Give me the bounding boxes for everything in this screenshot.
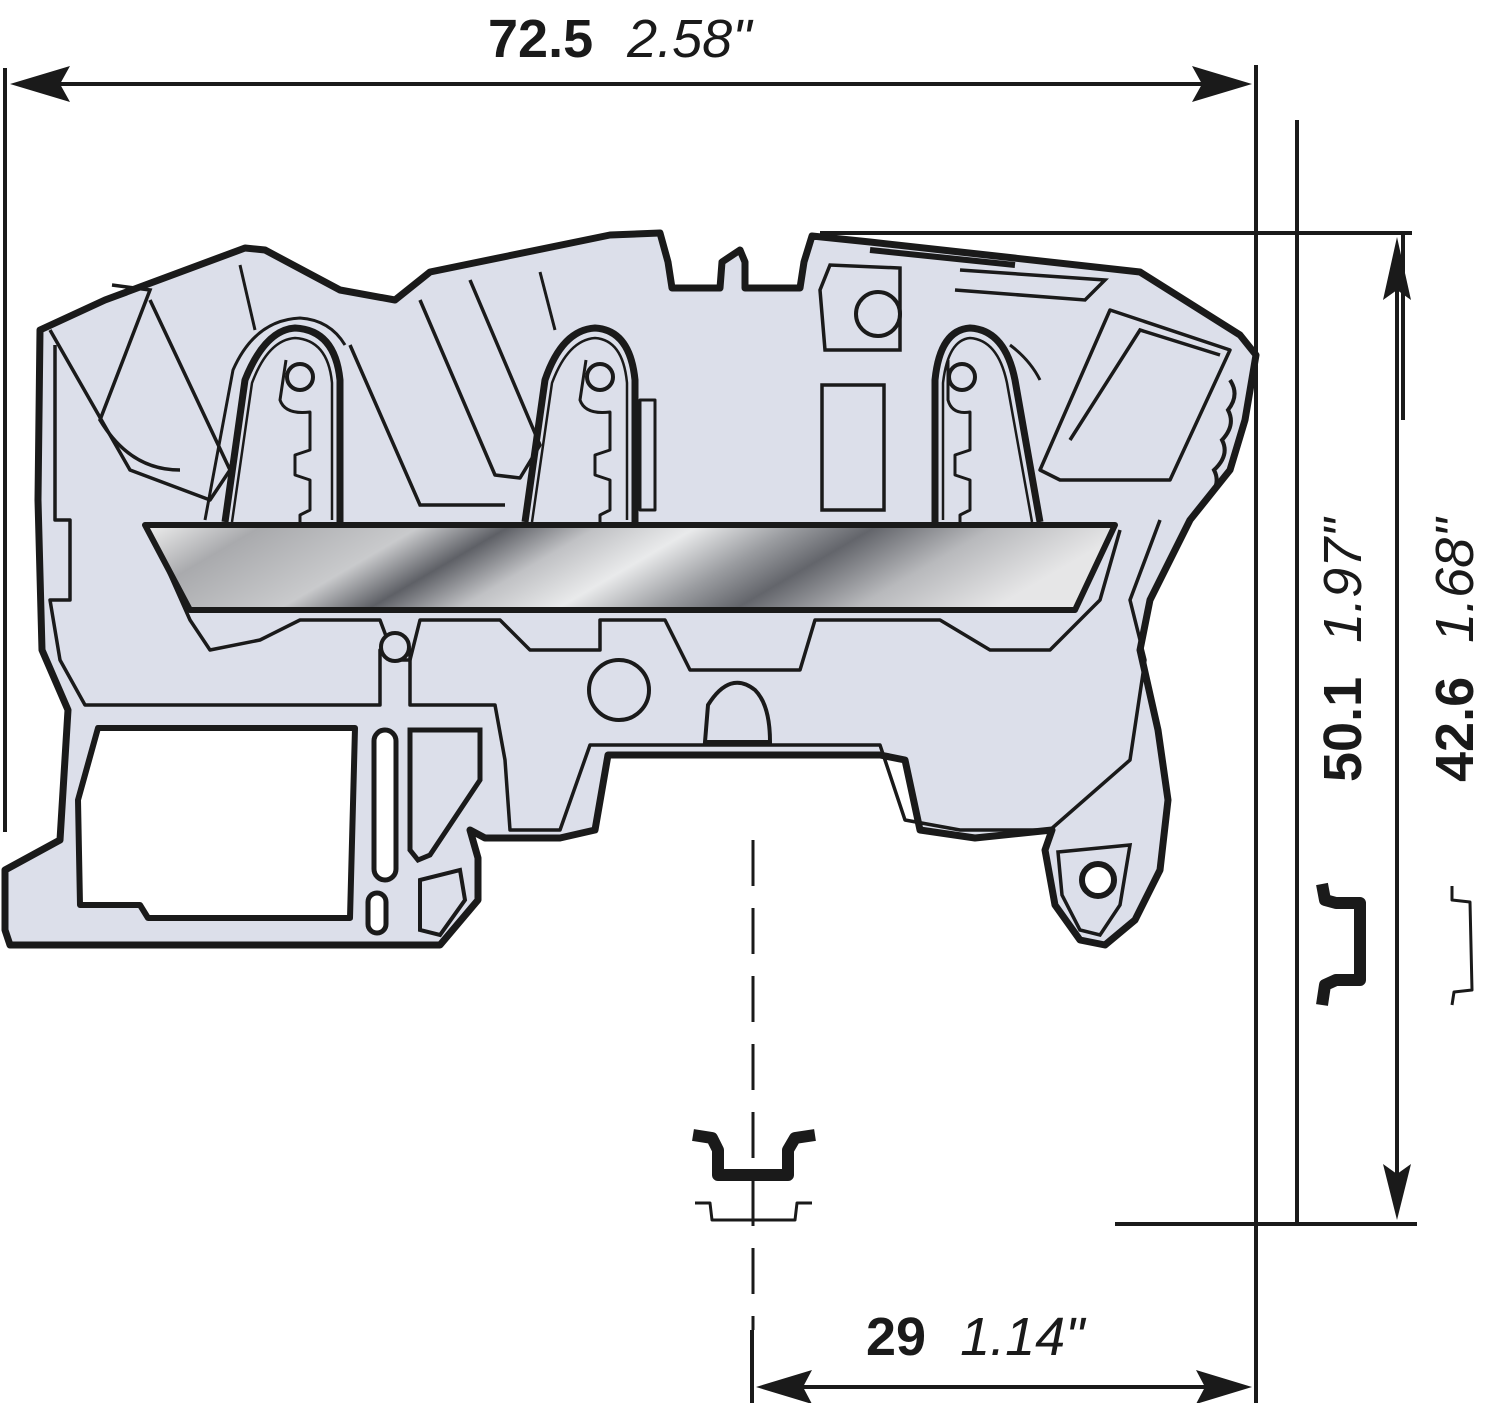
arch-rail-center [702,680,773,744]
busbar [142,522,1118,613]
dimension-mm-value: 29 [866,1307,927,1367]
din-rail-symbol-bottom [692,1129,816,1222]
dimension-height-15-rail: 42.6 1.68" [1425,518,1485,782]
dimension-height-35-rail: 50.1 1.97" [1313,518,1373,782]
arrowheads [10,66,1411,1403]
hole-top-right [854,290,902,338]
dimension-lines [3,65,1417,1403]
dimension-mm-value: 72.5 [488,9,594,69]
dimension-mm-value: 42.6 [1425,676,1485,782]
dimension-inch-value: 2.58" [627,9,752,69]
dimension-inch-value: 1.68" [1425,518,1485,643]
din-rail-symbol-right-shallow [1450,886,1474,1006]
hole-foot-right [1079,861,1117,899]
slot-long [371,727,399,883]
hole-left-small [379,631,411,663]
dimension-rail-offset: 29 1.14" [866,1310,1084,1364]
dimension-inch-value: 1.97" [1313,518,1373,643]
clamp-springs [203,264,1044,523]
body-window [75,725,358,921]
din-rail-symbol-right-deep [1316,882,1366,1006]
dimension-overall-width: 72.5 2.58" [488,12,751,66]
terminal-body [1,229,1260,949]
clamp-1 [203,264,347,523]
clamp-3 [931,324,1044,523]
hole-lower-center [587,658,651,722]
slot-short [365,890,389,936]
dimension-inch-value: 1.14" [960,1307,1085,1367]
clamp-2 [521,271,657,523]
dimension-mm-value: 50.1 [1313,676,1373,782]
